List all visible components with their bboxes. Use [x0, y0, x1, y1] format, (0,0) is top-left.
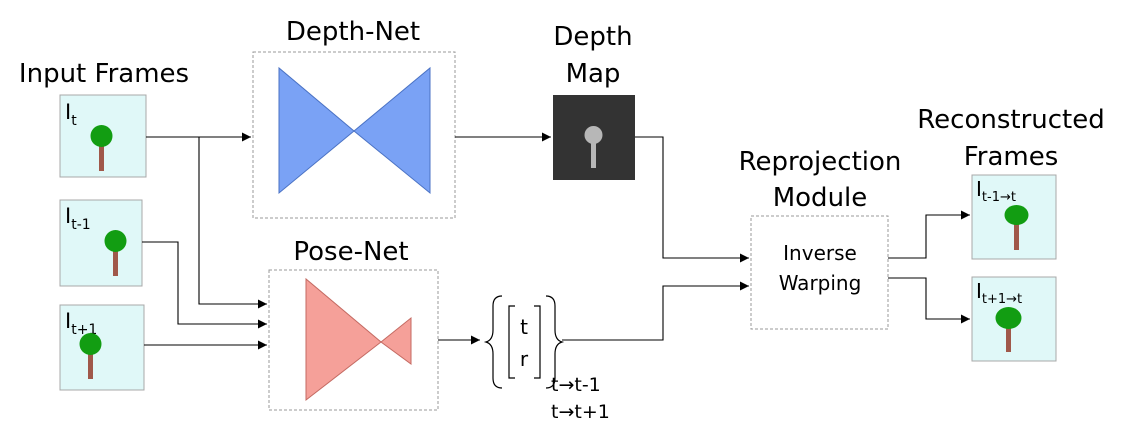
output-frame-t-minus-1-to-t: It-1→t: [971, 174, 1057, 260]
translation-symbol: t: [520, 315, 528, 339]
right-bracket: [534, 305, 541, 379]
pose-net-block: [268, 269, 439, 411]
connectors: [142, 132, 970, 350]
arrow-pose-to-reprojection: [562, 281, 749, 341]
tree-icon: [995, 307, 1022, 329]
input-frame-label: It-1: [65, 204, 91, 233]
pose-net-title: Pose-Net: [293, 237, 408, 267]
right-brace: [545, 295, 565, 389]
arrow-to-output-2: [888, 277, 970, 324]
tree-icon: [1004, 205, 1029, 225]
depth-net-title: Depth-Net: [286, 17, 420, 47]
pose-head-triangle: [380, 316, 412, 365]
decoder-triangle: [353, 66, 431, 195]
tree-trunk: [99, 140, 104, 171]
tree-trunk: [113, 245, 118, 276]
output-frame-label: It+1→t: [976, 279, 1022, 307]
input-frame-t-minus-1: It-1: [59, 199, 143, 287]
rotation-symbol: r: [520, 347, 529, 371]
pose-pair-1: t→t-1: [551, 374, 601, 396]
left-bracket: [508, 305, 515, 379]
input-frame-t: It: [59, 94, 147, 178]
reconstructed-title-line2: Frames: [964, 142, 1059, 172]
input-frames-title: Input Frames: [19, 59, 189, 89]
depth-map: [553, 95, 635, 180]
tree-icon: [104, 230, 127, 252]
pose-encoder-triangle: [305, 277, 382, 402]
tree-trunk: [1006, 322, 1011, 352]
depth-tree-icon: [584, 126, 603, 144]
reprojection-module: Inverse Warping: [750, 215, 889, 330]
tree-icon: [79, 333, 102, 355]
left-brace: [483, 295, 503, 389]
reconstructed-title-line1: Reconstructed: [917, 105, 1104, 135]
tree-trunk: [88, 348, 93, 379]
pose-vector: t r t→t-1 t→t+1: [483, 295, 610, 423]
tree-trunk: [1014, 220, 1019, 250]
depth-map-title-line1: Depth: [553, 22, 632, 52]
depth-net-block: [252, 51, 456, 219]
output-frame-label: It-1→t: [976, 177, 1016, 205]
encoder-triangle: [278, 66, 355, 195]
inverse-warping-line1: Inverse: [783, 241, 857, 265]
arrow-it-to-posenet: [198, 137, 267, 309]
pose-pair-2: t→t+1: [551, 401, 610, 423]
arrow-depthmap-to-reprojection: [635, 136, 749, 263]
arrow-it-1-to-posenet: [142, 241, 267, 329]
reprojection-title-line2: Module: [773, 183, 868, 213]
depth-map-title-line2: Map: [566, 59, 621, 89]
input-frame-t-plus-1: It+1: [59, 304, 145, 391]
inverse-warping-line2: Warping: [779, 271, 862, 295]
arrow-to-output-1: [888, 210, 970, 259]
depth-tree-trunk: [591, 138, 596, 168]
input-frame-label: It: [65, 100, 77, 129]
output-frame-t-plus-1-to-t: It+1→t: [971, 276, 1057, 362]
tree-icon: [90, 125, 113, 147]
reprojection-title-line1: Reprojection: [739, 147, 902, 177]
